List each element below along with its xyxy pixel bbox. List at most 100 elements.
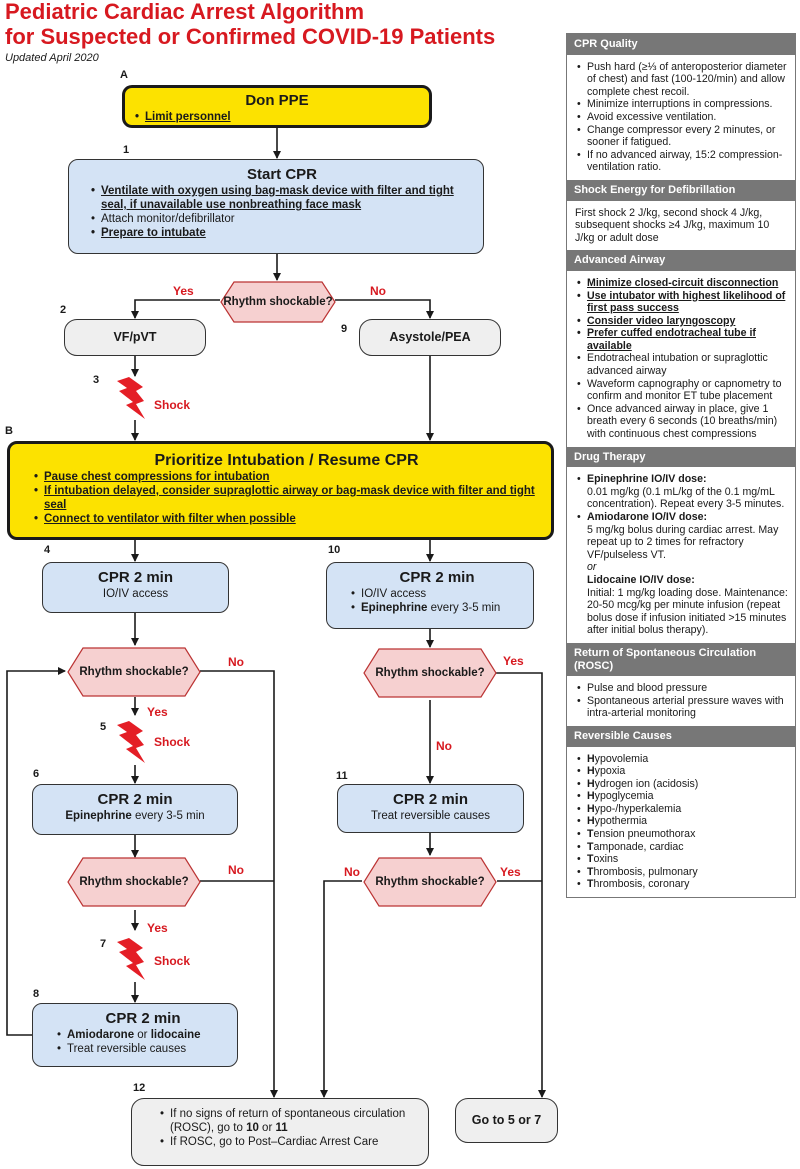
label-1: 1 <box>123 144 130 156</box>
yes-label-3: Yes <box>147 921 168 935</box>
reversible-cause-rest: amponade, cardiac <box>593 840 684 853</box>
cpr-10-title: CPR 2 min <box>399 569 475 586</box>
amiodarone-dose-text: 5 mg/kg bolus during cardiac arrest. May… <box>587 523 779 561</box>
reversible-cause-rest: ension pneumothorax <box>593 828 696 841</box>
label-9: 9 <box>341 323 348 335</box>
label-6: 6 <box>33 768 40 780</box>
drug-lidocaine: Lidocaine IO/IV dose:Initial: 1 mg/kg lo… <box>575 574 788 637</box>
cpr-8-item-1: Amiodarone or lidocaine <box>57 1028 231 1042</box>
rosc-item-2: Spontaneous arterial pressure waves with… <box>577 695 788 720</box>
no-label-3: No <box>228 863 244 877</box>
reversible-cause-initial: H <box>587 777 595 790</box>
shock-icon <box>117 377 145 426</box>
reversible-causes-list: HypovolemiaHypoxiaHydrogen ion (acidosis… <box>575 753 788 892</box>
box-start-cpr: Start CPR Ventilate with oxygen using ba… <box>68 159 484 254</box>
rosc-item-1: Pulse and blood pressure <box>577 682 788 695</box>
no-label-2: No <box>228 655 244 669</box>
label-A: A <box>120 69 128 81</box>
box-prioritize-intubation: Prioritize Intubation / Resume CPR Pause… <box>7 441 554 540</box>
reversible-cause-item: Hypovolemia <box>577 752 788 766</box>
decision-rhythm-2-text: Rhythm shockable? <box>79 666 189 678</box>
reference-panel: CPR Quality Push hard (≥⅓ of anteroposte… <box>566 33 796 899</box>
label-8: 8 <box>33 988 40 1000</box>
prioritize-item-2: If intubation delayed, consider supraglo… <box>34 484 541 512</box>
cpr-quality-header: CPR Quality <box>567 34 795 55</box>
label-3: 3 <box>93 374 100 386</box>
title-line-2: for Suspected or Confirmed COVID-19 Pati… <box>5 23 496 49</box>
box-cpr-4: CPR 2 min IO/IV access <box>42 562 229 613</box>
cpr-quality-item-3: Avoid excessive ventilation. <box>577 111 788 124</box>
reversible-cause-rest: hrombosis, pulmonary <box>593 865 698 878</box>
box-12-goto-10: 10 <box>246 1122 259 1134</box>
box-12-item-1: If no signs of return of spontaneous cir… <box>160 1107 420 1135</box>
cpr-4-text: IO/IV access <box>102 588 169 600</box>
box-cpr-11: CPR 2 min Treat reversible causes <box>337 784 524 833</box>
box-12-item-1-pre: If no signs of return of spontaneous cir… <box>170 1108 406 1134</box>
reversible-cause-rest: ypoxia <box>594 765 626 778</box>
decision-rhythm-2: Rhythm shockable? <box>67 647 201 697</box>
cpr-8-amiodarone: Amiodarone <box>67 1029 135 1041</box>
shock-label-2: Shock <box>154 735 191 749</box>
lidocaine-dose-text: Initial: 1 mg/kg loading dose. Maintenan… <box>587 586 788 637</box>
reversible-cause-rest: ydrogen ion (acidosis) <box>594 777 699 790</box>
cpr-6-rest: every 3-5 min <box>131 810 205 822</box>
drug-epinephrine: Epinephrine IO/IV dose:0.01 mg/kg (0.1 m… <box>577 473 788 511</box>
cpr-6-text: Epinephrine every 3-5 min <box>37 809 233 823</box>
airway-bold-item-3: Consider video laryngoscopy <box>577 315 788 328</box>
reversible-cause-initial: T <box>587 828 594 841</box>
reversible-cause-initial: H <box>587 752 595 765</box>
reversible-cause-rest: ypovolemia <box>594 752 649 765</box>
no-label-4: No <box>436 739 452 753</box>
cpr-8-title: CPR 2 min <box>105 1010 181 1027</box>
reversible-cause-item: Hypoxia <box>577 765 788 778</box>
yes-label-2: Yes <box>147 705 168 719</box>
airway-item-3: Once advanced airway in place, give 1 br… <box>577 403 788 441</box>
decision-rhythm-1: Rhythm shockable? <box>220 281 336 323</box>
decision-rhythm-3-text: Rhythm shockable? <box>79 876 189 888</box>
box-cpr-10: CPR 2 min IO/IV access Epinephrine every… <box>326 562 534 629</box>
label-2: 2 <box>60 304 67 316</box>
box-12-item-2: If ROSC, go to Post–Cardiac Arrest Care <box>160 1135 420 1149</box>
epinephrine-dose-text: 0.01 mg/kg (0.1 mL/kg of the 0.1 mg/mL c… <box>587 485 785 511</box>
label-7: 7 <box>100 938 107 950</box>
decision-rhythm-5-text: Rhythm shockable? <box>375 876 485 888</box>
reversible-cause-rest: ypo-/hyperkalemia <box>594 802 682 815</box>
prioritize-item-1: Pause chest compressions for intubation <box>34 470 541 484</box>
label-5: 5 <box>100 721 107 733</box>
reversible-cause-initial: H <box>587 765 595 778</box>
cpr-6-epinephrine: Epinephrine <box>65 810 132 822</box>
label-10: 10 <box>328 544 341 556</box>
box-12-or: or <box>258 1122 276 1134</box>
airway-item-2: Waveform capnography or capnometry to co… <box>577 378 788 403</box>
cpr-quality-item-4: Change compressor every 2 minutes, or so… <box>577 124 788 149</box>
don-ppe-item: Limit personnel <box>135 110 421 124</box>
shock-icon <box>117 938 145 987</box>
cpr-quality-item-5: If no advanced airway, 15:2 compression-… <box>577 149 788 174</box>
box-goto-5-or-7: Go to 5 or 7 <box>455 1098 558 1143</box>
no-label-1: No <box>370 284 386 298</box>
airway-bold-item-4: Prefer cuffed endotracheal tube if avail… <box>577 327 788 352</box>
page-title: Pediatric Cardiac Arrest Algorithm for S… <box>5 0 495 49</box>
label-B: B <box>5 425 13 437</box>
reversible-cause-item: Hydrogen ion (acidosis) <box>577 777 788 791</box>
cpr-11-text: Treat reversible causes <box>370 810 491 822</box>
drug-amiodarone: Amiodarone IO/IV dose:5 mg/kg bolus duri… <box>577 511 788 561</box>
reversible-cause-initial: T <box>587 853 594 866</box>
rosc-header: Return of Spontaneous Circulation (ROSC) <box>567 642 795 677</box>
decision-rhythm-4: Rhythm shockable? <box>363 648 497 698</box>
updated-date: Updated April 2020 <box>5 52 99 64</box>
reversible-causes-header: Reversible Causes <box>567 725 795 747</box>
reversible-cause-initial: T <box>587 878 594 891</box>
yes-label-1: Yes <box>173 284 194 298</box>
box-cpr-8: CPR 2 min Amiodarone or lidocaine Treat … <box>32 1003 238 1067</box>
airway-bold-item-1: Minimize closed-circuit disconnection <box>577 277 788 290</box>
don-ppe-title: Don PPE <box>245 92 309 109</box>
drug-or: or <box>587 561 597 574</box>
cpr-10-item-2-rest: every 3-5 min <box>427 602 501 614</box>
airway-item-1: Endotracheal intubation or supraglottic … <box>577 352 788 377</box>
cpr-10-item-2: Epinephrine every 3-5 min <box>351 601 525 615</box>
reversible-cause-initial: T <box>587 840 594 853</box>
decision-rhythm-3: Rhythm shockable? <box>67 857 201 907</box>
start-cpr-title: Start CPR <box>246 166 317 183</box>
label-12: 12 <box>133 1082 146 1094</box>
